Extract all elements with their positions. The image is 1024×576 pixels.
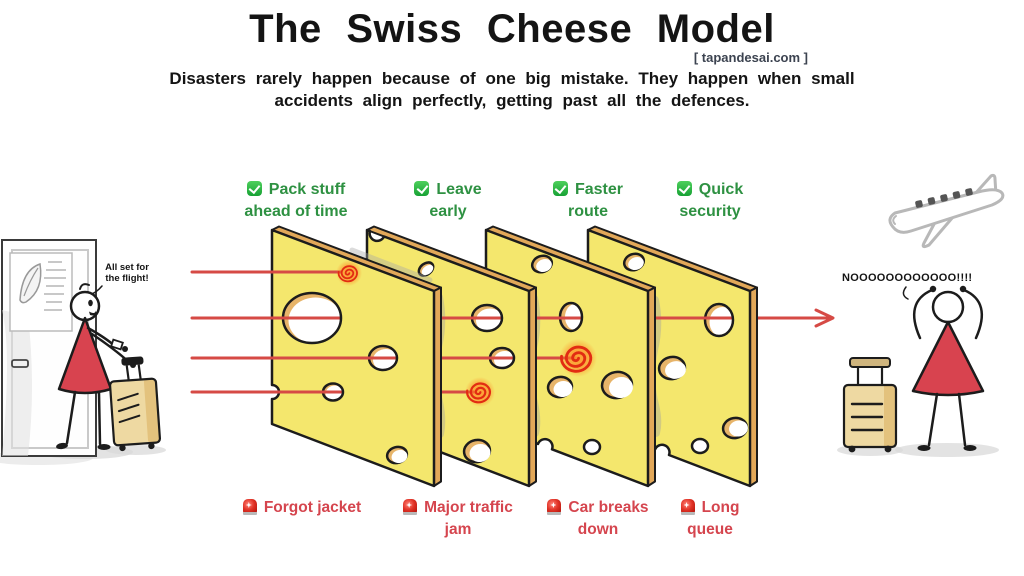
credit-watermark: [ tapandesai.com ] (693, 50, 808, 65)
check-mark-icon (552, 181, 568, 196)
door-poster (9, 252, 73, 332)
police-car-light-icon (242, 499, 257, 515)
failure-label-1: Forgot jacket (227, 497, 377, 519)
left-person-eye (88, 299, 93, 307)
hazard-arrows (190, 270, 385, 394)
subtitle-line-2: accidents align perfectly, getting past … (274, 91, 750, 110)
defence-label-3: Faster route (518, 179, 658, 223)
right-person-head (931, 290, 965, 324)
slice2-holes (417, 261, 492, 464)
left-person-speech: All set for the flight! (105, 262, 149, 284)
police-car-light-icon (680, 499, 695, 515)
right-suitcase (842, 357, 898, 453)
poster-scribbles (44, 261, 66, 311)
left-person-head (69, 290, 101, 322)
failure-label-4: Long queue (635, 497, 785, 541)
defence-label-4: Quick security (640, 179, 780, 223)
subtitle-line-1: Disasters rarely happen because of one b… (169, 69, 855, 88)
left-suitcase (108, 356, 162, 452)
right-person-speech: NOOOOOOOOOOOO!!!! (842, 272, 973, 284)
check-mark-icon (676, 181, 692, 196)
check-mark-icon (414, 181, 430, 196)
door (1, 239, 97, 457)
arrowhead (814, 308, 835, 328)
airplane-icon (888, 173, 1005, 249)
defence-label-1: Pack stuff ahead of time (244, 181, 348, 220)
police-car-light-icon (403, 499, 418, 515)
subtitle: Disasters rarely happen because of one b… (0, 68, 1024, 112)
police-car-light-icon (547, 499, 562, 515)
airplane-fuselage (888, 188, 1005, 234)
defence-label-2: Leave early (378, 179, 518, 223)
failure-label-3: Car breaks down (523, 497, 673, 541)
failure-label-2: Major traffic jam (383, 497, 533, 541)
right-person (902, 285, 985, 451)
hair-curl (79, 283, 90, 290)
speech-tail-right (902, 286, 909, 300)
slice4-holes (622, 252, 749, 455)
impact-splats (336, 260, 597, 407)
right-person-dress (911, 320, 985, 397)
check-mark-icon (246, 181, 262, 196)
door-shading (2, 310, 32, 456)
page-title: The Swiss Cheese Model (249, 7, 775, 51)
door-handle (11, 359, 29, 368)
airplane-windows (915, 188, 973, 208)
left-person (56, 283, 136, 450)
phone (110, 338, 124, 351)
slice3-holes (530, 254, 634, 456)
slice1-holes (385, 445, 409, 465)
left-person-mouth (89, 310, 97, 316)
